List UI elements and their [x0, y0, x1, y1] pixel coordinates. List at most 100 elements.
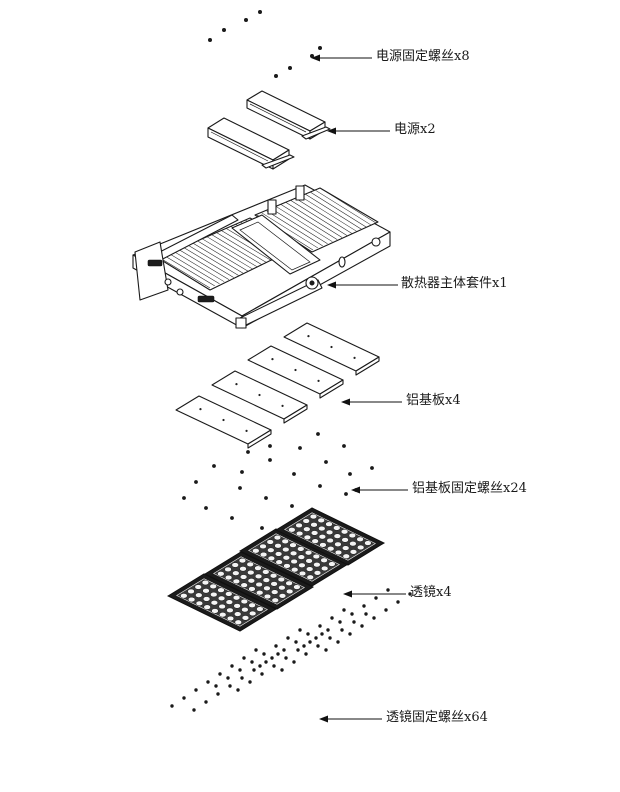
heatsink-fin: [266, 210, 323, 247]
lens-element: [194, 584, 202, 590]
lens-element: [195, 600, 204, 607]
lens-element: [333, 533, 341, 539]
screw-icon: [288, 66, 292, 70]
screw-icon: [250, 660, 254, 664]
lens-element: [249, 610, 257, 617]
screw-icon: [384, 608, 388, 612]
lens-element: [269, 573, 278, 579]
screw-icon: [194, 688, 198, 692]
lens-element: [334, 549, 343, 556]
board-hole: [281, 404, 284, 407]
screw-icon: [316, 644, 320, 648]
lens-element: [241, 607, 249, 613]
lens-element: [306, 574, 314, 580]
lens-element: [293, 584, 301, 590]
screw-icon: [236, 688, 240, 692]
lens-element: [263, 593, 272, 600]
lens-element: [254, 565, 262, 571]
aluminum-boards: [175, 322, 380, 449]
lens-element: [295, 522, 303, 529]
screw-icon: [260, 526, 264, 530]
board-hole: [235, 383, 238, 386]
lens-element: [187, 588, 195, 595]
screw-icon: [318, 484, 322, 488]
lens-panels: [166, 507, 386, 632]
screw-icon: [292, 660, 296, 664]
aluminum-board: [175, 395, 272, 449]
lens-element: [342, 553, 350, 559]
lens-element: [217, 587, 225, 593]
lens-element: [232, 570, 240, 576]
lens-element: [241, 615, 250, 621]
screw-icon: [208, 38, 212, 42]
lens-element: [306, 566, 314, 572]
lens-element: [327, 546, 335, 552]
lens-element: [298, 562, 306, 568]
lens-panel: [166, 573, 278, 632]
heatsink-fin: [310, 191, 367, 228]
lens-element: [201, 579, 210, 586]
heatsink-fin: [271, 208, 328, 245]
screw-icon: [360, 624, 364, 628]
lens-element: [304, 550, 313, 556]
lens-element: [217, 595, 226, 601]
lens-element: [341, 537, 349, 543]
screw-icon: [218, 672, 222, 676]
power-supply-unit: [246, 90, 331, 140]
screw-icon: [230, 664, 234, 668]
heatsink-fin: [261, 212, 318, 249]
screw-icon: [314, 636, 318, 640]
lens-element: [259, 543, 267, 550]
screw-icon: [308, 640, 312, 644]
screw-icon: [240, 470, 244, 474]
screw-icon: [282, 648, 286, 652]
heatsink-fin: [221, 230, 272, 261]
lens-element: [247, 569, 255, 576]
screw-icon: [214, 684, 218, 688]
heatsink-fin: [305, 193, 362, 230]
lens-element: [238, 557, 247, 564]
lens-element: [320, 557, 328, 563]
heatsink-fin: [276, 206, 333, 242]
screw-icon: [270, 656, 274, 660]
label-lens: 透镜x4: [410, 585, 452, 600]
screw-icon: [296, 648, 300, 652]
screw-icon: [192, 708, 196, 712]
board-hole: [271, 358, 274, 361]
screw-icon: [396, 600, 400, 604]
lens-element: [259, 551, 268, 558]
lens-inner: [213, 556, 305, 605]
lens-element: [217, 571, 225, 577]
screw-icon: [264, 496, 268, 500]
screw-icon: [302, 644, 306, 648]
screw-icon: [212, 464, 216, 468]
lens-inner: [284, 512, 376, 561]
lens-element: [225, 591, 233, 597]
lens-element: [340, 529, 349, 535]
lens-element: [290, 558, 298, 565]
lens-element: [326, 537, 334, 544]
screw-icon: [318, 46, 322, 50]
psu-screws-group: [208, 10, 322, 78]
heatsink-fin: [300, 196, 357, 232]
lens-element: [262, 577, 270, 583]
lens-element: [218, 603, 226, 610]
lens-element: [291, 567, 299, 573]
lens-element: [248, 602, 256, 608]
lens-element: [271, 589, 279, 595]
board-hole: [294, 368, 297, 372]
screw-icon: [386, 588, 390, 592]
screw-icon: [216, 692, 220, 696]
screw-icon: [316, 432, 320, 436]
heatsink-fin: [295, 198, 352, 234]
screw-icon: [298, 628, 302, 632]
lens-element: [202, 588, 210, 594]
screw-icon: [328, 636, 332, 640]
screw-icon: [292, 472, 296, 476]
aluminum-board: [247, 345, 344, 399]
screw-icon: [240, 676, 244, 680]
screw-icon: [246, 450, 250, 454]
lens-element: [226, 615, 235, 622]
lens-element: [349, 541, 357, 547]
lens-element: [247, 578, 256, 584]
